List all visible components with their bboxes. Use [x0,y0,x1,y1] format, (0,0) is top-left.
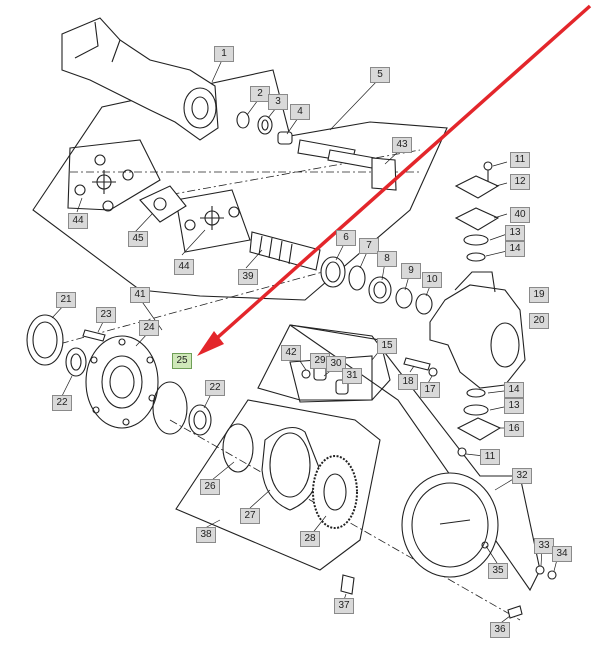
callout-37: 37 [334,598,354,614]
callout-15: 15 [377,338,397,354]
callout-26: 26 [200,479,220,495]
ring-10 [415,293,433,315]
red-arrow [197,4,592,356]
nut-17 [428,367,438,377]
callout-24: 24 [139,320,159,336]
steering-knuckle [429,284,526,389]
callout-42: 42 [281,345,301,361]
frame-group-44-left [67,139,161,211]
cap-16 [456,417,502,441]
callout-13: 13 [505,225,525,241]
callout-2: 2 [250,86,270,102]
seal-3 [257,115,273,135]
leader-lines [51,59,560,626]
callout-30: 30 [326,356,346,372]
frame-group-15 [289,324,541,592]
callout-14: 14 [504,382,524,398]
callout-38: 38 [196,527,216,543]
bushing-4 [277,131,293,145]
callout-10: 10 [422,272,442,288]
frame-group-5 [32,69,448,301]
ring-9 [395,287,413,309]
cover-32 [401,472,499,578]
callout-20: 20 [529,313,549,329]
callout-11: 11 [480,449,500,465]
hub-24 [85,335,159,429]
callout-13: 13 [504,398,524,414]
callout-18: 18 [398,374,418,390]
washer-34 [547,570,557,580]
bolt-23 [82,329,106,342]
callout-11: 11 [510,152,530,168]
callout-33: 33 [534,538,554,554]
callout-3: 3 [268,94,288,110]
frame-group-44-right [175,189,251,253]
bolt-37 [340,574,355,595]
center-yoke-45 [139,185,187,223]
callout-5: 5 [370,67,390,83]
plug-33 [535,565,545,575]
bearing-13-top [463,234,489,246]
callout-44: 44 [68,213,88,229]
callout-41: 41 [130,287,150,303]
circlip-25 [152,381,188,435]
callout-22: 22 [52,395,72,411]
callout-1: 1 [214,46,234,62]
frame-group-38 [175,399,381,571]
callout-39: 39 [238,269,258,285]
ring-gear-27 [261,426,321,511]
bolt-11-top [483,161,493,171]
callout-19: 19 [529,287,549,303]
callout-43: 43 [392,137,412,153]
callout-31: 31 [342,368,362,384]
callout-25-highlighted: 25 [172,353,192,369]
callout-40: 40 [510,207,530,223]
callout-4: 4 [290,104,310,120]
callout-6: 6 [336,230,356,246]
cone-14-bottom [466,388,486,398]
splined-shaft-39 [249,231,321,271]
callout-35: 35 [488,563,508,579]
yoke-43 [371,157,397,191]
snap-ring-26 [222,423,254,473]
bearing-8 [368,276,392,304]
seal-6 [320,256,346,288]
callout-36: 36 [490,622,510,638]
plug-36 [507,605,523,619]
callout-12: 12 [510,174,530,190]
callout-32: 32 [512,468,532,484]
bearing-13-bottom [463,404,489,416]
callout-7: 7 [359,238,379,254]
callout-8: 8 [377,251,397,267]
callout-27: 27 [240,508,260,524]
centerline-upper [70,149,421,201]
callout-17: 17 [420,382,440,398]
callout-34: 34 [552,546,572,562]
callout-21: 21 [56,292,76,308]
cone-14-top [466,252,486,262]
bolt-11-bottom [457,447,467,457]
shim-40 [454,207,500,231]
sun-gear-28 [312,455,358,529]
washer-29 [301,369,311,379]
callout-14: 14 [505,241,525,257]
bolt-18 [403,357,431,371]
bearing-22-right [188,404,212,436]
callout-16: 16 [504,421,524,437]
bearing-22-left [65,347,87,377]
cap-12 [454,175,500,199]
callout-22: 22 [205,380,225,396]
callout-28: 28 [300,531,320,547]
callout-45: 45 [128,231,148,247]
ring-7 [348,265,366,291]
callout-9: 9 [401,263,421,279]
bushing-2 [236,111,250,129]
callout-44: 44 [174,259,194,275]
callout-23: 23 [96,307,116,323]
